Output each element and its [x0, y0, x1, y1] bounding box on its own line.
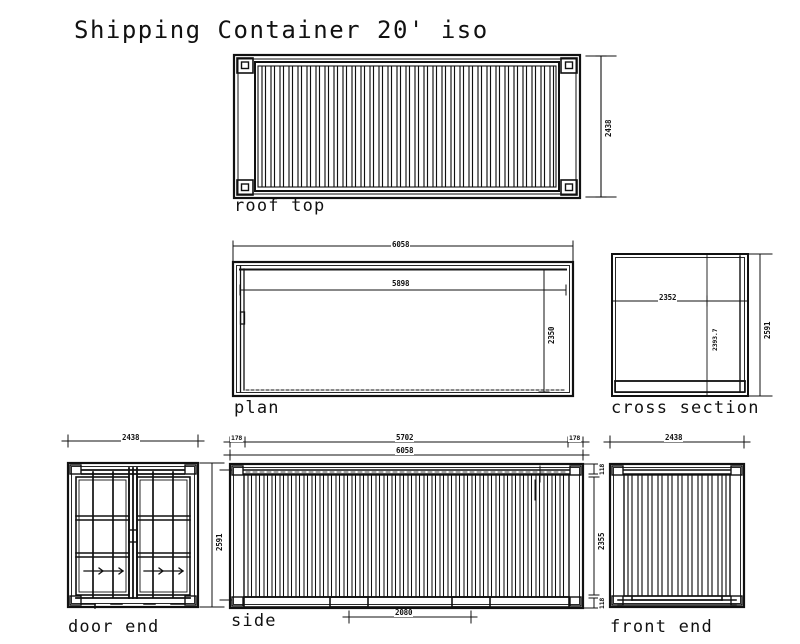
view-label-front-end: front end: [610, 617, 713, 637]
dim-door-end-height: 2591: [215, 532, 224, 552]
dim-plan-overall-length: 6058: [391, 240, 411, 249]
dim-side-overall-length: 6058: [395, 446, 415, 455]
dim-plan-internal-length: 5898: [391, 279, 411, 288]
dim-side-top-rail: 118: [598, 462, 606, 476]
dim-side-bottom-rail: 118: [598, 596, 606, 610]
dim-door-end-width: 2438: [121, 433, 141, 442]
view-label-door-end: door end: [68, 617, 160, 637]
view-door-end: [61, 434, 225, 609]
view-side: [219, 436, 600, 624]
dim-cross-internal-width: 2352: [658, 293, 678, 302]
dim-side-corner-post-right: 178: [568, 434, 582, 442]
dim-plan-internal-width: 2350: [547, 325, 556, 345]
view-cross-section: [611, 253, 773, 397]
dim-side-panel-height: 2355: [597, 531, 606, 551]
view-label-side: side: [231, 611, 277, 631]
view-label-plan: plan: [234, 398, 280, 418]
dim-side-corner-post-left: 178: [230, 434, 244, 442]
dim-side-fork-pocket-centres: 2080: [394, 608, 414, 617]
dim-roof-top-width: 2438: [604, 118, 613, 138]
dim-side-panel-length: 5702: [395, 433, 415, 442]
dim-front-end-width: 2438: [664, 433, 684, 442]
view-roof-top: [232, 53, 617, 200]
drawing-title: Shipping Container 20' iso: [74, 16, 489, 44]
view-plan: [231, 240, 575, 398]
view-label-cross-section: cross section: [611, 398, 760, 418]
dim-cross-internal-height: 2393.7: [711, 327, 719, 352]
view-label-roof-top: roof top: [234, 196, 326, 216]
dim-cross-overall-height: 2591: [763, 320, 772, 340]
view-front-end: [603, 435, 751, 609]
